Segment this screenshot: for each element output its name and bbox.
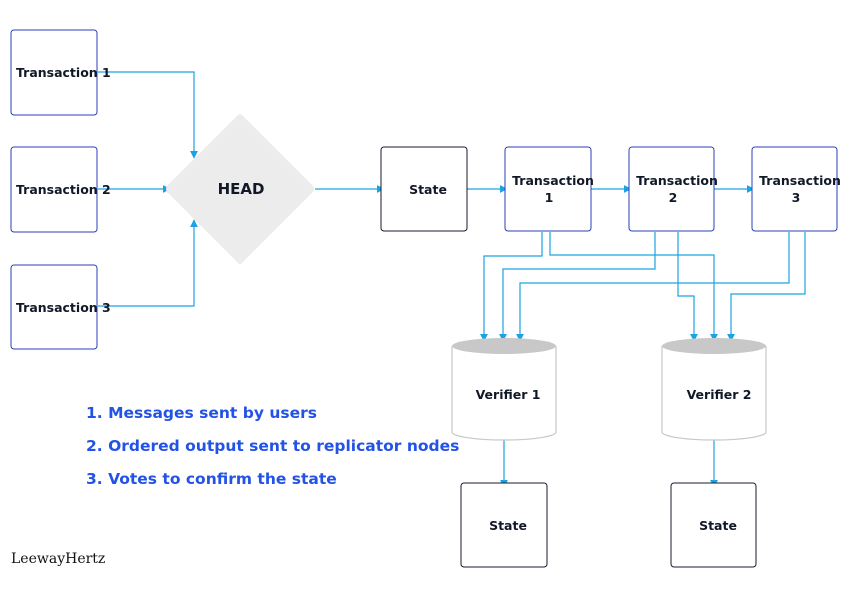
legend-item-messages: 1. Messages sent by users bbox=[86, 404, 317, 422]
verifier-2-state-label: State bbox=[699, 518, 737, 533]
legend-item-ordered-output: 2. Ordered output sent to replicator nod… bbox=[86, 437, 460, 455]
connector-chain-tx2-to-verifier1 bbox=[499, 232, 656, 342]
state-node-label: State bbox=[409, 182, 447, 197]
head-node: HEAD bbox=[166, 114, 314, 264]
connector-chain-tx3-to-verifier1 bbox=[516, 232, 790, 342]
chain-transaction-1-label: Transaction bbox=[512, 173, 594, 188]
connector-chain-tx1-to-verifier1 bbox=[480, 232, 543, 342]
legend-item-votes: 3. Votes to confirm the state bbox=[86, 470, 337, 488]
chain-transaction-3-label: Transaction bbox=[759, 173, 841, 188]
verifier-1-label: Verifier 1 bbox=[476, 387, 541, 402]
verifier-1-state: State bbox=[460, 482, 548, 568]
connector-tx1-to-head bbox=[98, 71, 198, 159]
chain-transaction-2-number: 2 bbox=[669, 190, 678, 205]
brand-logo-text: LeewayHertz bbox=[11, 551, 106, 567]
verifier-2-state: State bbox=[670, 482, 757, 568]
chain-transaction-1-number: 1 bbox=[545, 190, 554, 205]
connector-chain-tx2-to-verifier2 bbox=[677, 232, 698, 342]
chain-transaction-2: Transaction 2 bbox=[628, 146, 718, 232]
connector-tx3-to-head bbox=[98, 219, 198, 307]
chain-transaction-3-number: 3 bbox=[792, 190, 801, 205]
verifier-2-label: Verifier 2 bbox=[687, 387, 752, 402]
verifier-2: Verifier 2 bbox=[661, 338, 767, 441]
connector-chain-tx1-to-verifier2 bbox=[549, 232, 718, 342]
state-node: State bbox=[380, 146, 468, 232]
input-transaction-2-label: Transaction 2 bbox=[16, 182, 111, 197]
verifier-1-state-label: State bbox=[489, 518, 527, 533]
chain-transaction-2-label: Transaction bbox=[636, 173, 718, 188]
connector-chain-tx3-to-verifier2 bbox=[727, 232, 806, 342]
chain-transaction-1: Transaction 1 bbox=[504, 146, 594, 232]
verifier-1: Verifier 1 bbox=[451, 338, 557, 441]
input-transaction-1: Transaction 1 bbox=[10, 29, 111, 116]
input-transaction-3-label: Transaction 3 bbox=[16, 300, 111, 315]
legend: 1. Messages sent by users 2. Ordered out… bbox=[86, 402, 459, 501]
connectors bbox=[98, 71, 806, 488]
head-label: HEAD bbox=[218, 180, 265, 198]
input-transaction-2: Transaction 2 bbox=[10, 146, 111, 233]
chain-transaction-3: Transaction 3 bbox=[751, 146, 841, 232]
input-transaction-1-label: Transaction 1 bbox=[16, 65, 111, 80]
input-transaction-3: Transaction 3 bbox=[10, 264, 111, 350]
